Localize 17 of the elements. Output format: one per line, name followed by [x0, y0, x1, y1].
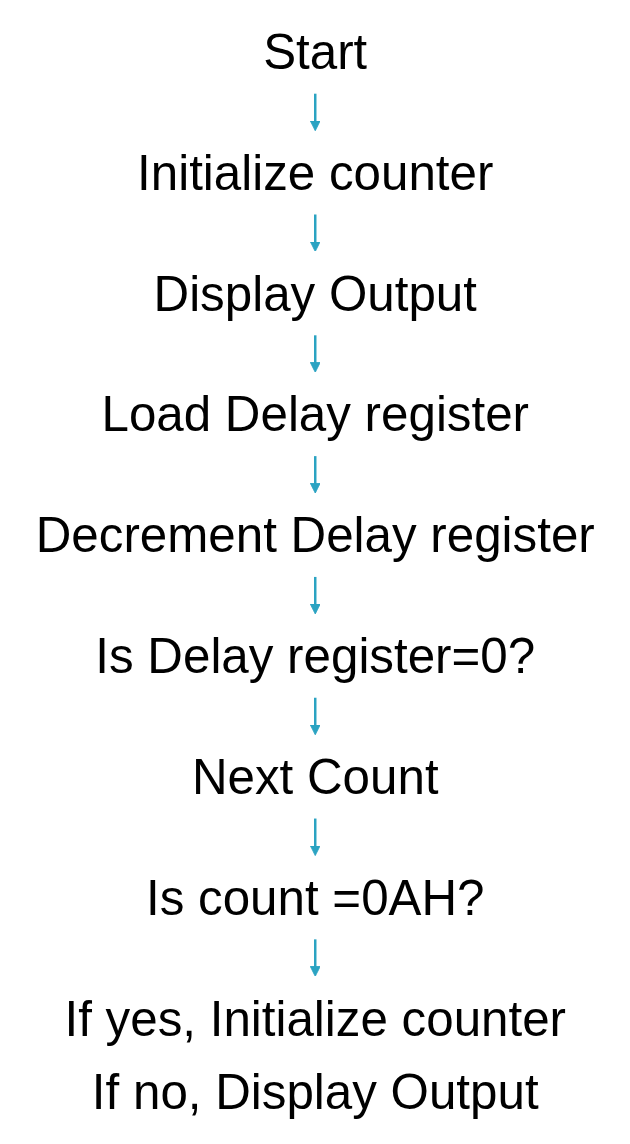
arrow [309, 214, 321, 252]
node-text: Decrement Delay register [35, 507, 595, 563]
node-text: Display Output [153, 266, 477, 321]
node-text: Is count =0AH? [145, 870, 485, 925]
node-text: Is Delay register=0? [95, 628, 535, 683]
arrow [309, 456, 321, 494]
arrow [309, 93, 321, 132]
node-text: If yes, Initialize counter If no, Display Output [64, 991, 566, 1120]
arrow [309, 335, 321, 373]
arrow [309, 939, 321, 977]
node-text: Load Delay register [101, 387, 529, 442]
arrow [309, 576, 321, 615]
arrow [309, 818, 321, 856]
arrow [309, 697, 321, 736]
node-text: Start [262, 24, 368, 79]
node-text: Initialize counter [136, 145, 494, 200]
node-text: Next Count [191, 749, 439, 804]
